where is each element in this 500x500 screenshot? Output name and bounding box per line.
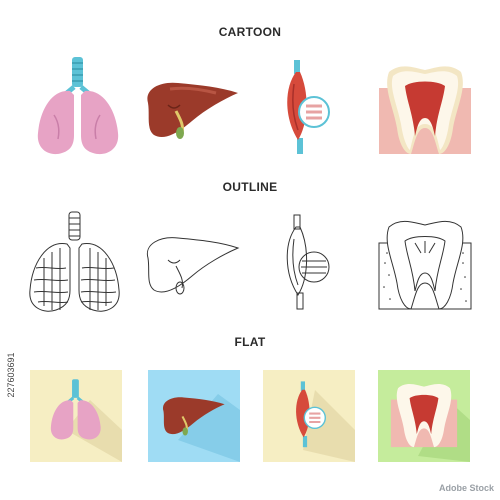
watermark-logo: Adobe Stock (424, 483, 494, 497)
lungs-icon (37, 57, 119, 155)
lungs-flat-tile (30, 370, 122, 462)
row-title-cartoon: CARTOON (218, 25, 282, 39)
tooth-flat-tile (378, 370, 470, 462)
watermark-logo-text: Adobe Stock (438, 483, 494, 493)
liver-flat-tile (148, 370, 240, 462)
tooth-icon (379, 66, 471, 154)
muscle-outline-icon (286, 214, 330, 310)
liver-outline-icon (146, 237, 240, 295)
lungs-outline-icon (29, 211, 120, 312)
muscle-icon (287, 60, 330, 154)
tooth-outline-icon (378, 220, 472, 310)
row-title-outline: OUTLINE (222, 180, 278, 194)
liver-icon (147, 82, 238, 139)
muscle-flat-tile (263, 370, 355, 462)
stock-id-text: 227603691 (6, 352, 16, 398)
stock-id-label: 227603691 (6, 300, 16, 450)
row-title-flat: FLAT (234, 335, 266, 349)
